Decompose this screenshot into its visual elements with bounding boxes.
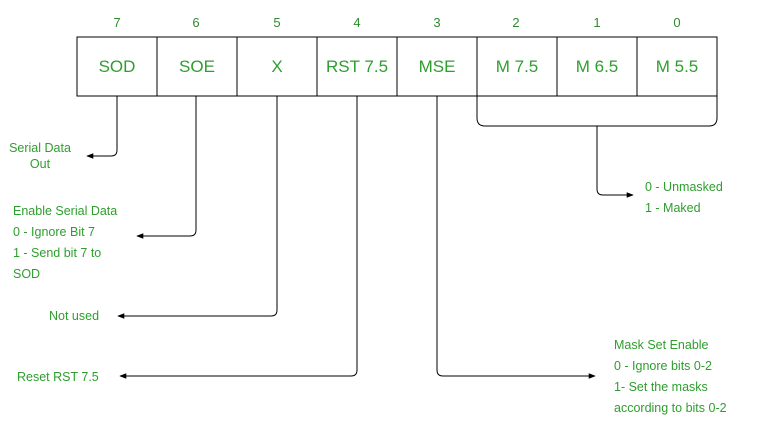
cell-m55 xyxy=(636,36,718,97)
note-sod: Serial Data Out xyxy=(9,141,71,171)
cell-label-x: X xyxy=(271,57,282,76)
connector-mse xyxy=(436,96,596,379)
cell-label-mse: MSE xyxy=(419,57,456,76)
connector-sod xyxy=(86,96,118,159)
note-soe-line-3: 1 - Send bit 7 to xyxy=(13,246,101,260)
bit-number-4: 4 xyxy=(353,15,360,30)
bit-number-6: 6 xyxy=(192,15,199,30)
note-mse-line-1: Mask Set Enable xyxy=(614,338,709,352)
connector-x xyxy=(117,96,278,319)
note-sod-line-2: Out xyxy=(30,157,51,171)
cell-label-rst75: RST 7.5 xyxy=(326,57,388,76)
cell-soe xyxy=(156,36,238,97)
bit-number-5: 5 xyxy=(273,15,280,30)
cell-rst75 xyxy=(316,36,398,97)
note-soe: Enable Serial Data 0 - Ignore Bit 7 1 - … xyxy=(13,204,117,281)
bit-number-2: 2 xyxy=(512,15,519,30)
note-mse: Mask Set Enable 0 - Ignore bits 0-2 1- S… xyxy=(614,338,727,415)
cell-label-m65: M 6.5 xyxy=(576,57,619,76)
register-cells xyxy=(76,36,718,97)
note-soe-line-1: Enable Serial Data xyxy=(13,204,117,218)
note-soe-line-4: SOD xyxy=(13,267,40,281)
note-mse-line-4: according to bits 0-2 xyxy=(614,401,727,415)
cell-x xyxy=(236,36,318,97)
note-sod-line-1: Serial Data xyxy=(9,141,71,155)
note-masks: 0 - Unmasked 1 - Maked xyxy=(645,180,723,215)
cell-label-sod: SOD xyxy=(99,57,136,76)
bracket-mask-bits xyxy=(476,96,718,127)
bit-number-0: 0 xyxy=(673,15,680,30)
note-mse-line-3: 1- Set the masks xyxy=(614,380,708,394)
cell-label-m75: M 7.5 xyxy=(496,57,539,76)
bit-number-3: 3 xyxy=(433,15,440,30)
cell-label-m55: M 5.5 xyxy=(656,57,699,76)
cell-m65 xyxy=(556,36,638,97)
cell-m75 xyxy=(476,36,558,97)
connector-soe xyxy=(136,96,197,239)
connector-masks xyxy=(596,126,634,198)
note-mse-line-2: 0 - Ignore bits 0-2 xyxy=(614,359,712,373)
bit-number-1: 1 xyxy=(593,15,600,30)
cell-label-soe: SOE xyxy=(179,57,215,76)
note-rst75: Reset RST 7.5 xyxy=(17,370,99,384)
note-masks-line-1: 0 - Unmasked xyxy=(645,180,723,194)
note-soe-line-2: 0 - Ignore Bit 7 xyxy=(13,225,95,239)
bit-number-7: 7 xyxy=(113,15,120,30)
note-x: Not used xyxy=(49,309,99,323)
connector-rst75 xyxy=(119,96,358,379)
cell-sod xyxy=(76,36,158,97)
note-masks-line-2: 1 - Maked xyxy=(645,201,701,215)
